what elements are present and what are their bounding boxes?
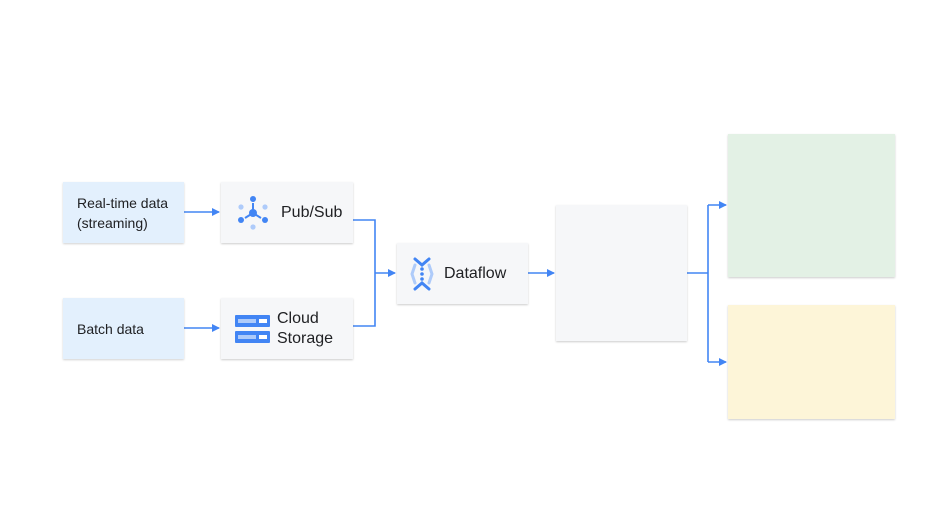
- cloud-storage-box: Cloud Storage: [221, 298, 353, 359]
- connector-pubsub-merge: [353, 219, 376, 327]
- batch-data-label: Batch data: [77, 320, 144, 337]
- cloud-storage-label: Cloud Storage: [277, 309, 333, 349]
- cloud-storage-label-line2: Storage: [277, 329, 334, 347]
- dataflow-box: Dataflow: [397, 243, 528, 304]
- bottom-output-box: [728, 305, 895, 419]
- top-output-box: [728, 134, 895, 277]
- realtime-data-box: Real-time data (streaming): [63, 182, 184, 243]
- cloud-storage-label-line1: Cloud: [277, 309, 319, 327]
- pubsub-icon: [238, 195, 268, 230]
- dataflow-icon: [410, 257, 434, 290]
- realtime-data-label-line1: Real-time data: [77, 194, 169, 211]
- pubsub-box: Pub/Sub: [221, 182, 353, 243]
- cloud-storage-icon: [235, 314, 270, 343]
- dataflow-label: Dataflow: [444, 264, 507, 282]
- batch-data-box: Batch data: [63, 298, 184, 359]
- pubsub-label: Pub/Sub: [281, 203, 343, 221]
- processing-output-box: [556, 205, 687, 341]
- realtime-data-label-line2: (streaming): [77, 214, 148, 231]
